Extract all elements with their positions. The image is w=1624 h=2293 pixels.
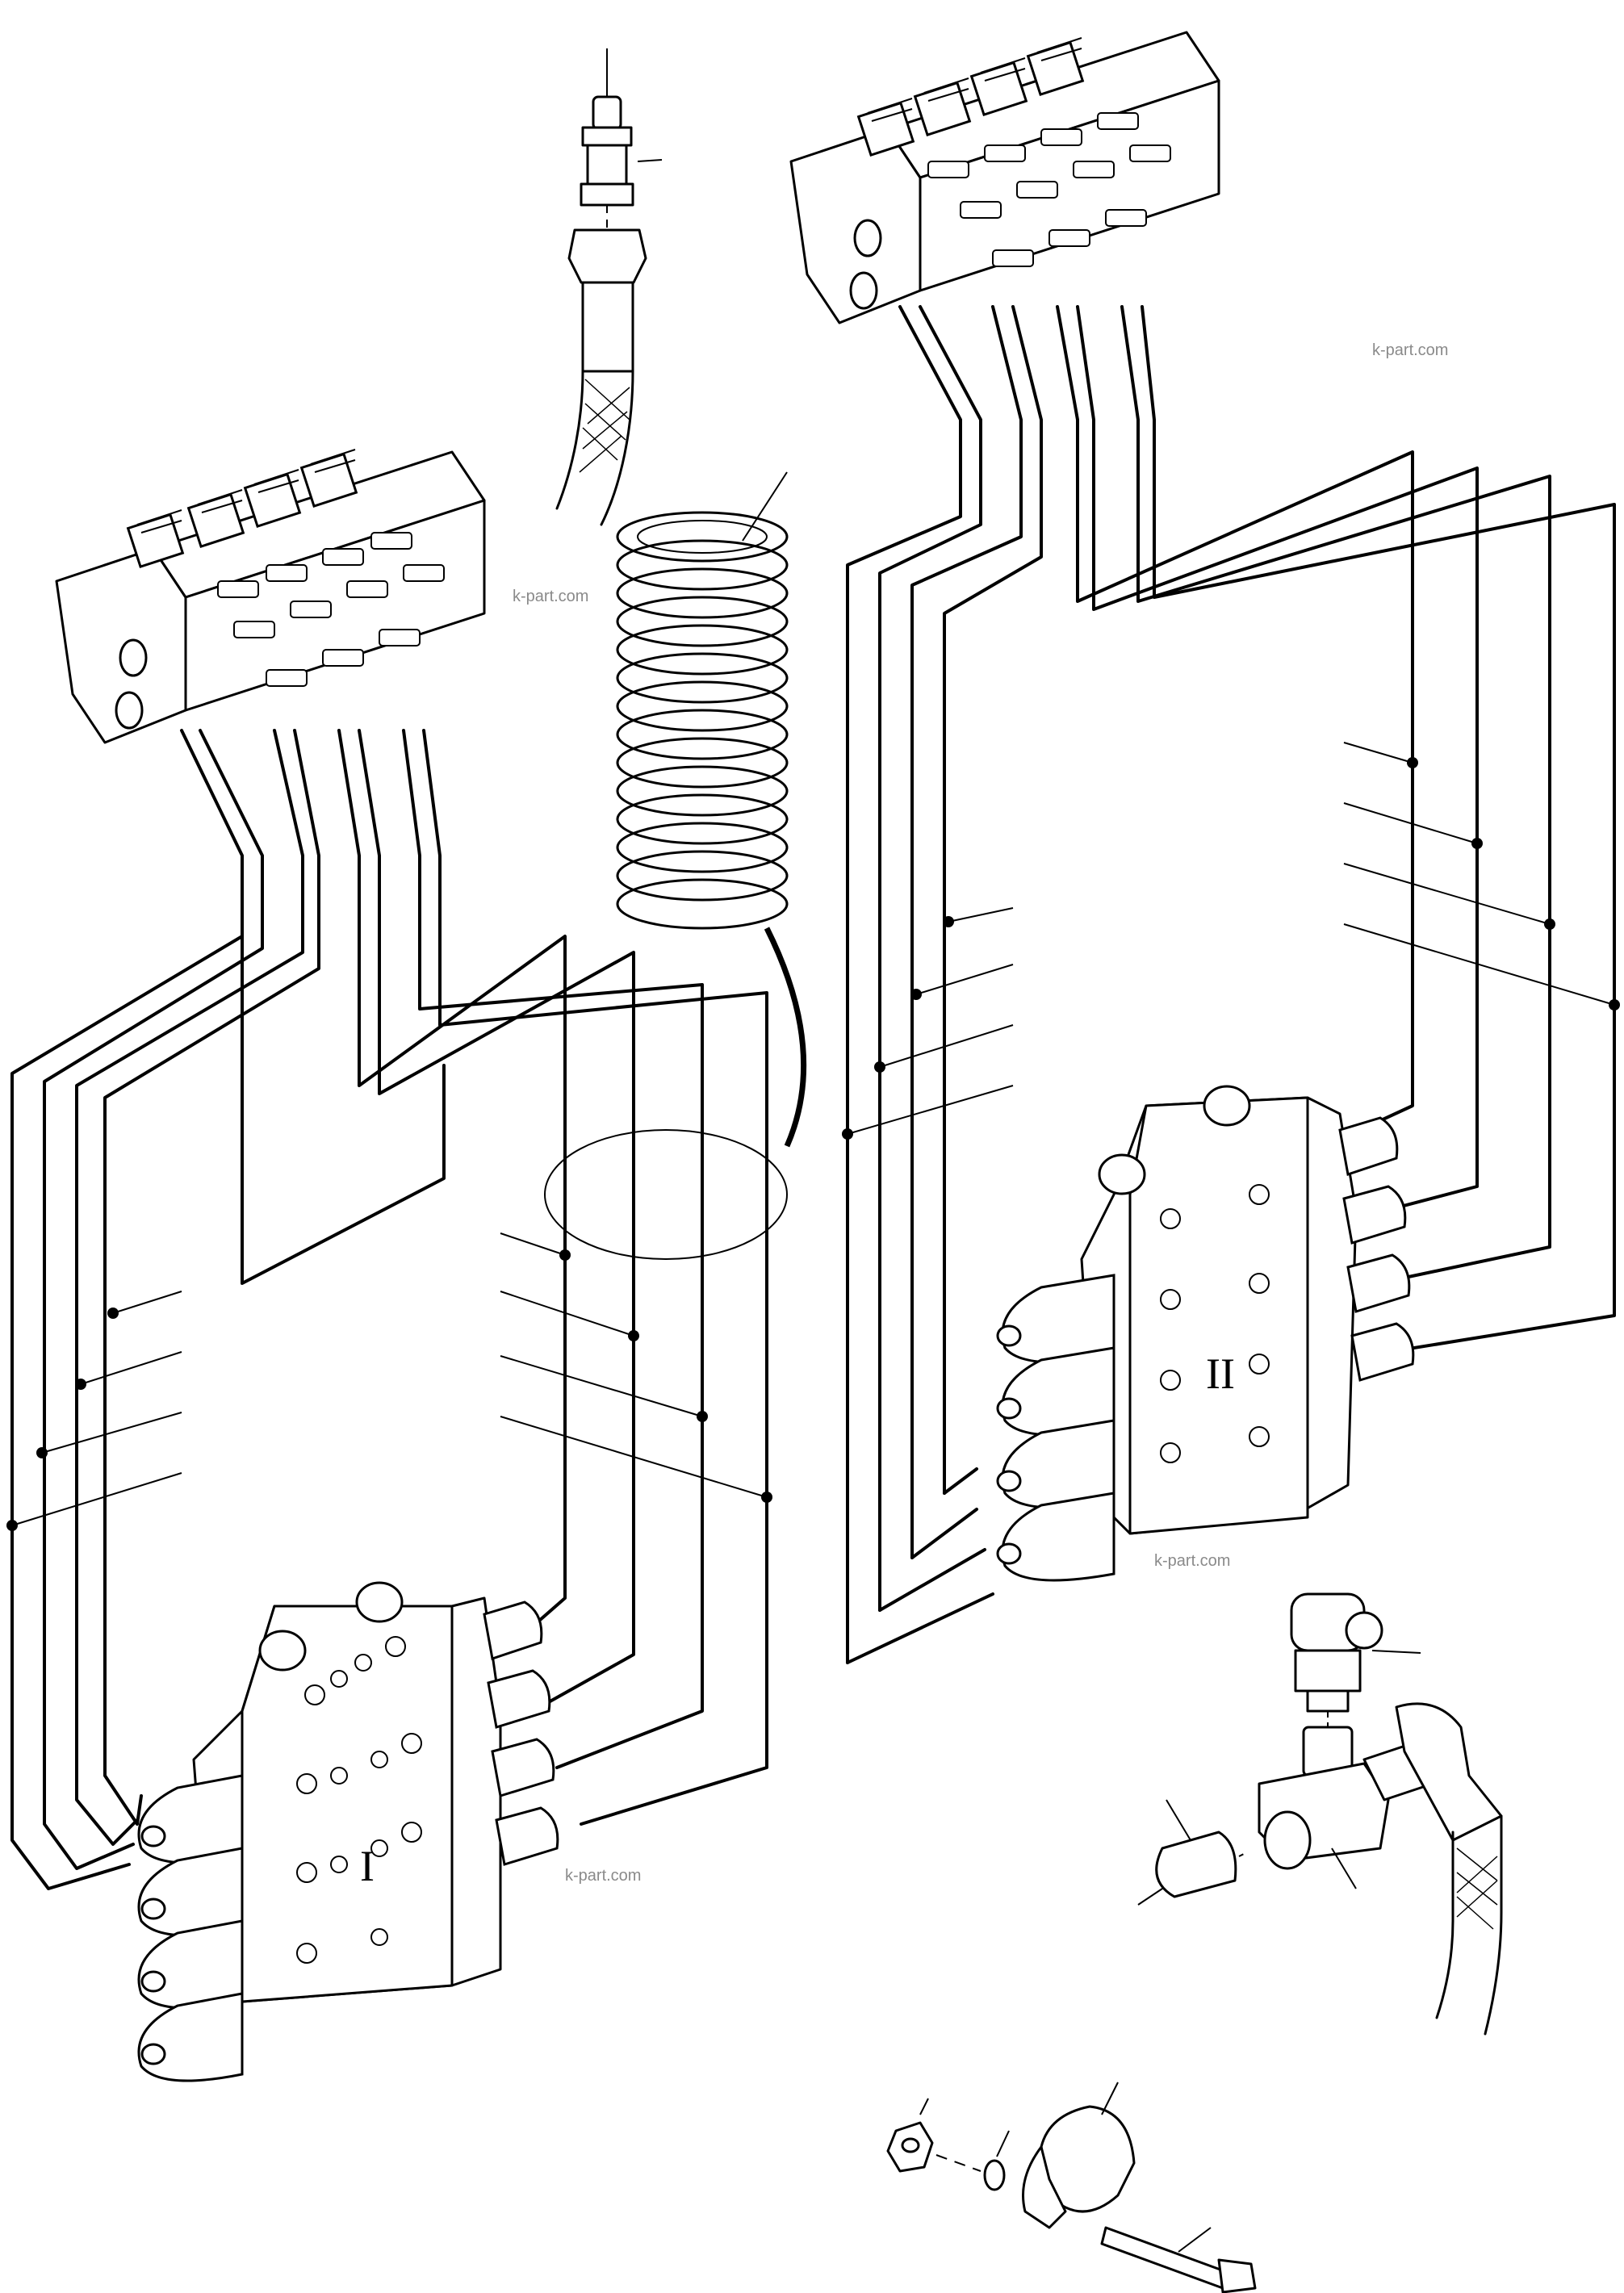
coil-spring-guard	[544, 471, 807, 1260]
top-hose-assembly	[555, 48, 663, 526]
hydraulic-lines-right	[846, 305, 1616, 1664]
clamp-hardware	[886, 2082, 1257, 2293]
test-port-tee-assembly	[1137, 1592, 1503, 2036]
leader-lines	[11, 742, 1615, 1526]
control-valve-block-1: I	[137, 1581, 559, 2082]
valve-block-label: II	[1206, 1349, 1235, 1398]
watermark-text: k-part.com	[565, 1867, 641, 1885]
hydraulic-lines-left	[10, 729, 768, 1890]
watermark-text: k-part.com	[1372, 341, 1448, 359]
control-valve-block-2: II	[996, 1085, 1415, 1582]
valve-block-label: I	[360, 1842, 375, 1890]
watermark-text: k-part.com	[1154, 1552, 1230, 1570]
solenoid-bank-left	[55, 449, 486, 744]
watermark-text: k-part.com	[513, 588, 588, 605]
solenoid-bank-right	[789, 31, 1220, 324]
connection-dots	[6, 757, 1620, 1531]
